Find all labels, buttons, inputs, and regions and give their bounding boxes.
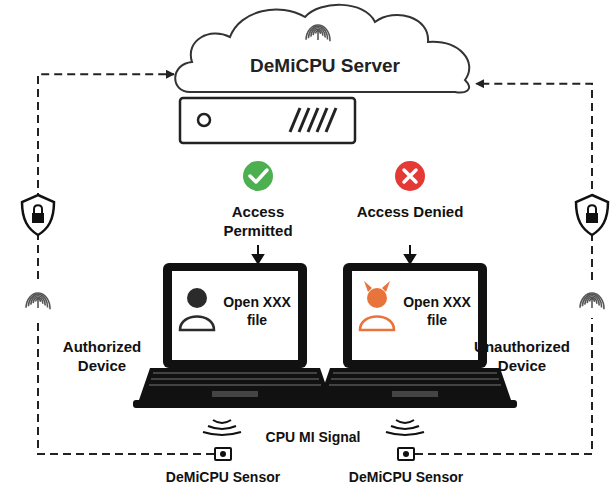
server-cloud: DeMiCPU Server [170, 2, 480, 97]
sensor-dot [403, 451, 409, 457]
lock-shield [22, 195, 54, 235]
text-label: Authorized Device [52, 337, 152, 375]
laptop [313, 263, 517, 408]
screen-text: Open XXX file [402, 293, 472, 329]
server-led [198, 114, 210, 126]
user-icon [180, 288, 214, 330]
cross-icon [395, 161, 425, 191]
fingerprint-ground [24, 284, 52, 318]
fingerprint [26, 293, 604, 309]
screen-text: Open XXX file [222, 293, 292, 329]
text-label: Unauthorized Device [462, 337, 582, 375]
dashed-connector [415, 84, 592, 454]
sensor-name: DeMiCPU Sensor [349, 469, 463, 485]
server-slots [290, 108, 336, 132]
laptop-screen: Open XXX file [352, 271, 478, 360]
check-mark [250, 170, 267, 182]
sensor-box: DeMiCPU Sensor [397, 447, 415, 461]
server-box [180, 98, 355, 143]
access-arrows [253, 245, 415, 263]
sensor-name: DeMiCPU Sensor [166, 469, 280, 485]
check-icon [243, 161, 273, 191]
text-label: CPU MI Signal [258, 428, 368, 446]
sensor-box: DeMiCPU Sensor [214, 447, 232, 461]
keyboard-keys [149, 373, 501, 385]
fingerprint-ground [578, 284, 606, 318]
laptop [133, 263, 337, 408]
cross-mark [404, 170, 416, 182]
lock-shield [576, 195, 608, 235]
text-label: Access Permitted [203, 202, 313, 240]
attacker-icon [360, 281, 394, 330]
laptop-screen: Open XXX file [172, 271, 298, 360]
server-title: DeMiCPU Server [170, 55, 480, 77]
text-label: Access Denied [355, 202, 465, 221]
dashed-connector [38, 74, 214, 454]
cloud-outline [170, 2, 480, 97]
sensor-dot [220, 451, 226, 457]
